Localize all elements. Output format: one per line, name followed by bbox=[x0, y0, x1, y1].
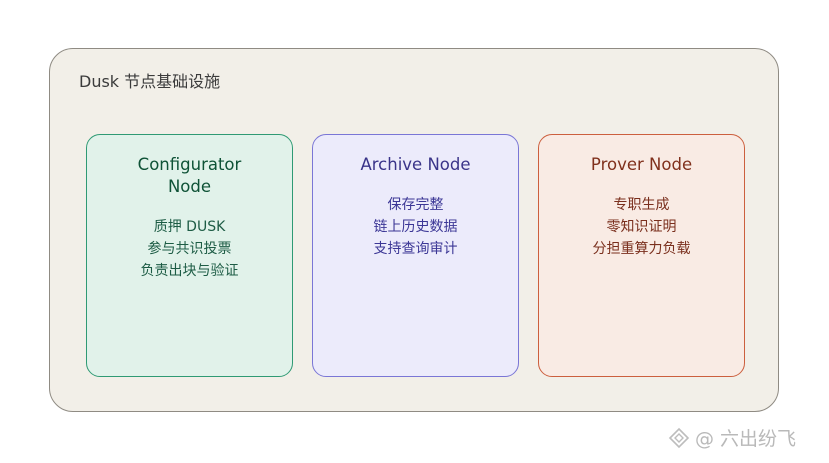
prover-line-2: 零知识证明 bbox=[606, 219, 677, 235]
archive-line-1: 保存完整 bbox=[387, 197, 444, 213]
infrastructure-container: Dusk 节点基础设施 Configurator Node 质押 DUSK 参与… bbox=[49, 48, 779, 412]
configurator-line-1: 质押 DUSK bbox=[153, 219, 226, 235]
prover-node-title: Prover Node bbox=[590, 155, 693, 174]
configurator-node-description: 质押 DUSK 参与共识投票 负责出块与验证 bbox=[87, 216, 292, 282]
watermark: @ 六出纷飞 bbox=[668, 424, 796, 451]
archive-node-description: 保存完整 链上历史数据 支持查询审计 bbox=[313, 194, 518, 260]
configurator-line-2: 参与共识投票 bbox=[147, 241, 232, 257]
prover-line-1: 专职生成 bbox=[613, 197, 670, 213]
prover-node-description: 专职生成 零知识证明 分担重算力负载 bbox=[539, 194, 744, 260]
archive-line-3: 支持查询审计 bbox=[373, 241, 458, 257]
archive-line-2: 链上历史数据 bbox=[373, 219, 458, 235]
configurator-line-3: 负责出块与验证 bbox=[140, 263, 239, 279]
prover-node-card: Prover Node 专职生成 零知识证明 分担重算力负载 bbox=[538, 134, 745, 377]
diagram-title: Dusk 节点基础设施 bbox=[79, 72, 221, 91]
archive-node-card: Archive Node 保存完整 链上历史数据 支持查询审计 bbox=[312, 134, 519, 377]
watermark-text: @ 六出纷飞 bbox=[695, 428, 797, 450]
configurator-node-title: Configurator Node bbox=[137, 155, 242, 196]
configurator-node-card: Configurator Node 质押 DUSK 参与共识投票 负责出块与验证 bbox=[86, 134, 293, 377]
prover-line-3: 分担重算力负载 bbox=[592, 241, 691, 257]
archive-node-title: Archive Node bbox=[360, 155, 471, 174]
diamond-logo-icon bbox=[668, 427, 690, 449]
